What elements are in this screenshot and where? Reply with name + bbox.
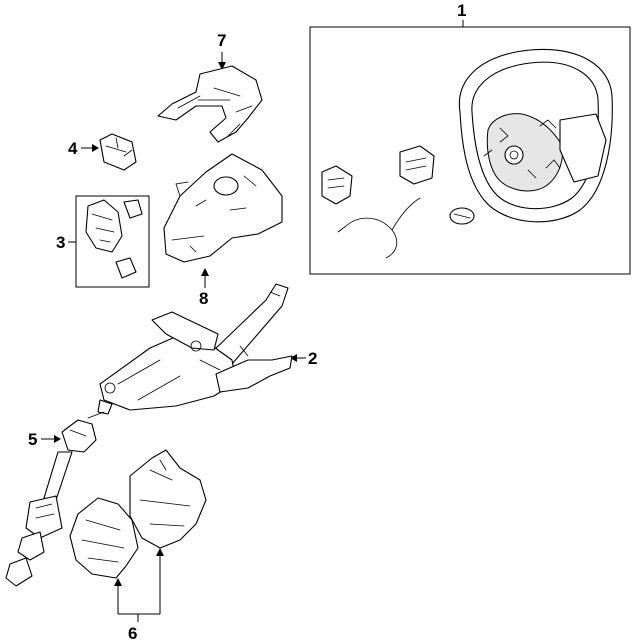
callout-4: 4 — [68, 139, 78, 158]
horn-hub — [504, 145, 524, 165]
wire-harness — [337, 197, 421, 259]
steering-switch-left — [321, 165, 353, 205]
column-boot-right — [129, 449, 207, 549]
callout-6: 6 — [128, 624, 137, 642]
column-boot-left — [69, 497, 139, 579]
part-1-frame — [309, 26, 631, 275]
callout-1: 1 — [457, 1, 466, 20]
part-5-intermediate-shaft: 5 — [5, 411, 105, 587]
part-3-ignition-switch-group: 3 — [56, 195, 150, 288]
steering-wheel — [458, 48, 613, 223]
steering-switch-right — [399, 145, 435, 185]
callout-3: 3 — [56, 233, 65, 252]
callout-8: 8 — [199, 289, 208, 308]
part-8-lower-cover: 8 — [163, 153, 283, 308]
part-6-column-boots: 6 — [69, 449, 207, 642]
callout-7: 7 — [217, 31, 226, 50]
part-4-lock-cylinder: 4 — [68, 133, 137, 171]
part-7-upper-cover: 7 — [157, 31, 263, 143]
callout-5: 5 — [28, 430, 37, 449]
key-hole-boss — [213, 176, 239, 196]
part-2-steering-column: 2 — [97, 283, 317, 415]
button-cap — [449, 207, 475, 225]
callout-2: 2 — [308, 349, 317, 368]
part-1-steering-wheel-group: 1 — [309, 1, 631, 275]
